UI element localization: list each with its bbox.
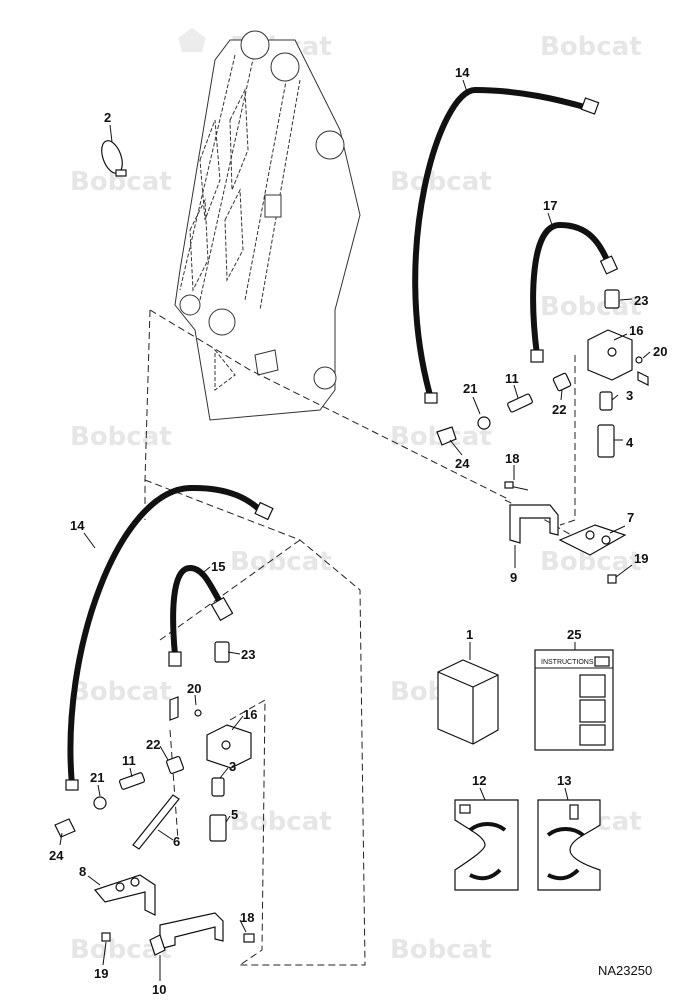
lower-fittings xyxy=(54,641,255,956)
assembly-dashed-lines xyxy=(144,309,581,966)
callout-7: 7 xyxy=(627,510,634,525)
decal-12 xyxy=(454,799,519,891)
callout-25: 25 xyxy=(567,627,581,642)
callout-22-upper: 22 xyxy=(552,402,566,417)
callout-19-upper: 19 xyxy=(634,551,648,566)
callout-10: 10 xyxy=(152,982,166,997)
callout-15: 15 xyxy=(211,559,225,574)
callout-18-upper: 18 xyxy=(505,451,519,466)
watermark-text: Bobcat xyxy=(540,32,642,62)
callout-1: 1 xyxy=(466,627,473,642)
callout-11-upper: 11 xyxy=(505,371,519,386)
callout-4: 4 xyxy=(626,435,634,450)
upper-fittings xyxy=(436,289,649,584)
callout-13: 13 xyxy=(557,773,571,788)
bobcat-watermark-logo xyxy=(178,28,206,52)
callout-2: 2 xyxy=(104,110,111,125)
boom-arm xyxy=(174,30,361,421)
watermark-text: Bobcat xyxy=(70,422,172,452)
watermark-text: Bobcat xyxy=(390,935,492,965)
callout-20-upper: 20 xyxy=(653,344,667,359)
callout-18-lower: 18 xyxy=(240,910,254,925)
callout-6: 6 xyxy=(173,834,180,849)
figure-id: NA23250 xyxy=(598,963,652,978)
callout-11-lower: 11 xyxy=(122,753,136,768)
hose-14-upper xyxy=(412,86,600,404)
instructions-manual-25: INSTRUCTIONS xyxy=(534,649,614,751)
callout-23-lower: 23 xyxy=(241,647,255,662)
callout-20-lower: 20 xyxy=(187,681,201,696)
callout-5: 5 xyxy=(231,807,238,822)
hose-15-lower xyxy=(168,564,234,667)
decal-13 xyxy=(537,799,601,891)
watermark-text: Bobcat xyxy=(230,547,332,577)
callout-19-lower: 19 xyxy=(94,966,108,981)
callout-16-lower: 16 xyxy=(243,707,257,722)
callout-22-lower: 22 xyxy=(146,737,160,752)
callout-23-upper: 23 xyxy=(634,293,648,308)
callout-24-lower: 24 xyxy=(49,848,64,863)
callout-14-upper: 14 xyxy=(455,65,470,80)
callout-3-upper: 3 xyxy=(626,388,633,403)
watermark-text: Bobcat xyxy=(70,677,172,707)
callout-14-lower: 14 xyxy=(70,518,85,533)
hose-17-upper xyxy=(530,221,619,363)
callout-8: 8 xyxy=(79,864,86,879)
callout-12: 12 xyxy=(472,773,486,788)
callout-21-lower: 21 xyxy=(90,770,104,785)
callout-9: 9 xyxy=(510,570,517,585)
kit-box-1 xyxy=(437,659,499,745)
callout-3-lower: 3 xyxy=(229,759,236,774)
leader-lines xyxy=(59,79,651,981)
instructions-label: INSTRUCTIONS xyxy=(541,659,594,666)
callout-21-upper: 21 xyxy=(463,381,477,396)
cable-tie-2 xyxy=(101,140,127,177)
callout-numbers: 2 14 17 23 16 20 3 4 11 21 22 24 18 9 7 … xyxy=(49,65,667,997)
callout-17: 17 xyxy=(543,198,557,213)
callout-24-upper: 24 xyxy=(455,456,470,471)
watermark-text: Bobcat xyxy=(230,807,332,837)
watermark-text: Bobcat xyxy=(390,167,492,197)
watermark-text: Bobcat xyxy=(540,292,642,322)
callout-16-upper: 16 xyxy=(629,323,643,338)
hose-14-lower xyxy=(65,484,274,791)
